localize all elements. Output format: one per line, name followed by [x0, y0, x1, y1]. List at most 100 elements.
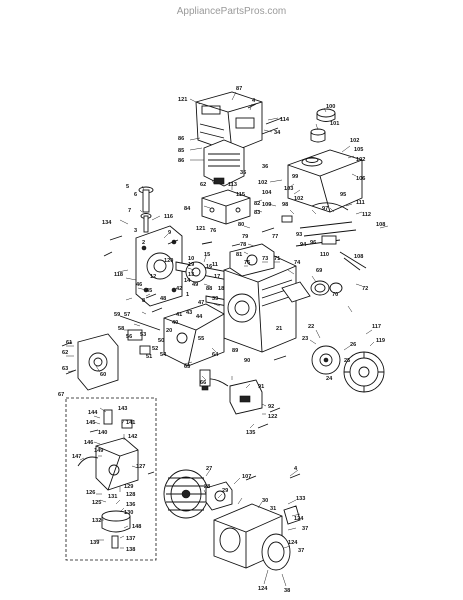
- callout: 2: [142, 240, 145, 246]
- callout: 88: [206, 286, 212, 292]
- callout: 15: [204, 252, 210, 258]
- callout: 145: [86, 420, 95, 426]
- callout: 129: [124, 484, 133, 490]
- callout: 40: [172, 320, 178, 326]
- flywheel: [163, 469, 209, 519]
- callout: 104: [262, 190, 272, 196]
- callout: 122: [268, 414, 277, 420]
- callout: 56: [126, 334, 132, 340]
- callout: 111: [356, 200, 365, 206]
- piston: [281, 280, 343, 303]
- callout: 125: [92, 500, 101, 506]
- callout: 45: [146, 288, 152, 294]
- callout: 83: [254, 210, 260, 216]
- cylinder-head-assembly: [203, 139, 245, 187]
- callout: 131: [108, 494, 117, 500]
- callout: 86: [178, 158, 184, 164]
- callout: 98: [282, 202, 288, 208]
- callout: 141: [126, 420, 135, 426]
- site-watermark: AppliancePartsPros.com: [176, 6, 287, 17]
- callout: 13: [188, 272, 194, 278]
- callout: 37: [302, 526, 308, 532]
- callout: 46: [136, 282, 142, 288]
- callout: 144: [88, 410, 98, 416]
- callout: 124: [294, 516, 304, 522]
- carburetor: [77, 409, 139, 491]
- callout: 78: [240, 242, 246, 248]
- callout: 128: [126, 492, 135, 498]
- callout: 62: [62, 350, 68, 356]
- callout: 58: [118, 326, 124, 332]
- callout: 75: [244, 260, 250, 266]
- callout: 11: [212, 262, 218, 268]
- callout: 126: [86, 490, 95, 496]
- callout: 118: [114, 272, 123, 278]
- callout: 49: [192, 282, 198, 288]
- callout: 120: [164, 258, 173, 264]
- oil-dipstick-shaft: [138, 186, 154, 233]
- callout: 119: [376, 338, 385, 344]
- callout: 14: [184, 278, 191, 284]
- callout: 69: [316, 268, 322, 274]
- callout: 18: [218, 286, 224, 292]
- throttle-linkage: [281, 202, 367, 271]
- part-callouts: 87 121 4 114 100 101 34 86 85 86 102 105…: [58, 86, 385, 594]
- callout: 102: [356, 157, 365, 163]
- callout: 51: [146, 354, 152, 360]
- callout: 101: [330, 121, 339, 127]
- callout: 109: [262, 202, 271, 208]
- callout: 43: [186, 310, 192, 316]
- callout: 9: [168, 230, 171, 236]
- callout: 5: [126, 184, 129, 190]
- callout: 12: [150, 274, 156, 280]
- callout: 71: [274, 256, 280, 262]
- callout: 66: [200, 380, 206, 386]
- callout: 138: [126, 547, 135, 553]
- callout: 97: [322, 206, 328, 212]
- callout: 4: [252, 98, 256, 104]
- engine-shroud: [195, 91, 263, 153]
- callout: 21: [276, 326, 282, 332]
- callout: 108: [354, 254, 363, 260]
- callout: 130: [124, 510, 133, 516]
- callout: 92: [268, 404, 274, 410]
- leader-lines: [66, 91, 389, 587]
- callout: 80: [238, 222, 244, 228]
- callout: 127: [136, 464, 145, 470]
- callout: 39: [212, 296, 218, 302]
- callout: 41: [176, 312, 182, 318]
- callout: 1: [186, 292, 189, 298]
- callout: 64: [212, 352, 219, 358]
- callout: 38: [284, 588, 290, 594]
- callout: 84: [184, 206, 191, 212]
- callout: 134: [102, 220, 112, 226]
- callout: 16: [206, 264, 212, 270]
- callout: 67: [58, 392, 64, 398]
- callout: 110: [320, 252, 329, 258]
- oil-pan: [163, 303, 225, 367]
- callout: 149: [94, 448, 103, 454]
- callout: 19: [188, 262, 194, 268]
- callout: 23: [302, 336, 308, 342]
- callout: 100: [326, 104, 335, 110]
- spark-plug: [199, 369, 211, 391]
- fuel-cap: [310, 108, 336, 143]
- callout: 4: [294, 466, 298, 472]
- callout: 117: [372, 324, 381, 330]
- callout: 35: [240, 170, 246, 176]
- callout: 82: [254, 201, 260, 207]
- callout: 135: [246, 430, 255, 436]
- callout: 143: [118, 406, 127, 412]
- callout: 142: [128, 434, 137, 440]
- callout: 29: [222, 488, 228, 494]
- callout: 55: [198, 336, 204, 342]
- callout: 74: [294, 260, 301, 266]
- callout: 70: [332, 292, 338, 298]
- callout: 22: [308, 324, 314, 330]
- callout: 105: [354, 147, 363, 153]
- callout: 81: [236, 252, 242, 258]
- governor-assembly: [119, 315, 161, 355]
- callout: 77: [272, 234, 278, 240]
- callout: 76: [210, 228, 216, 234]
- callout: 87: [236, 86, 242, 92]
